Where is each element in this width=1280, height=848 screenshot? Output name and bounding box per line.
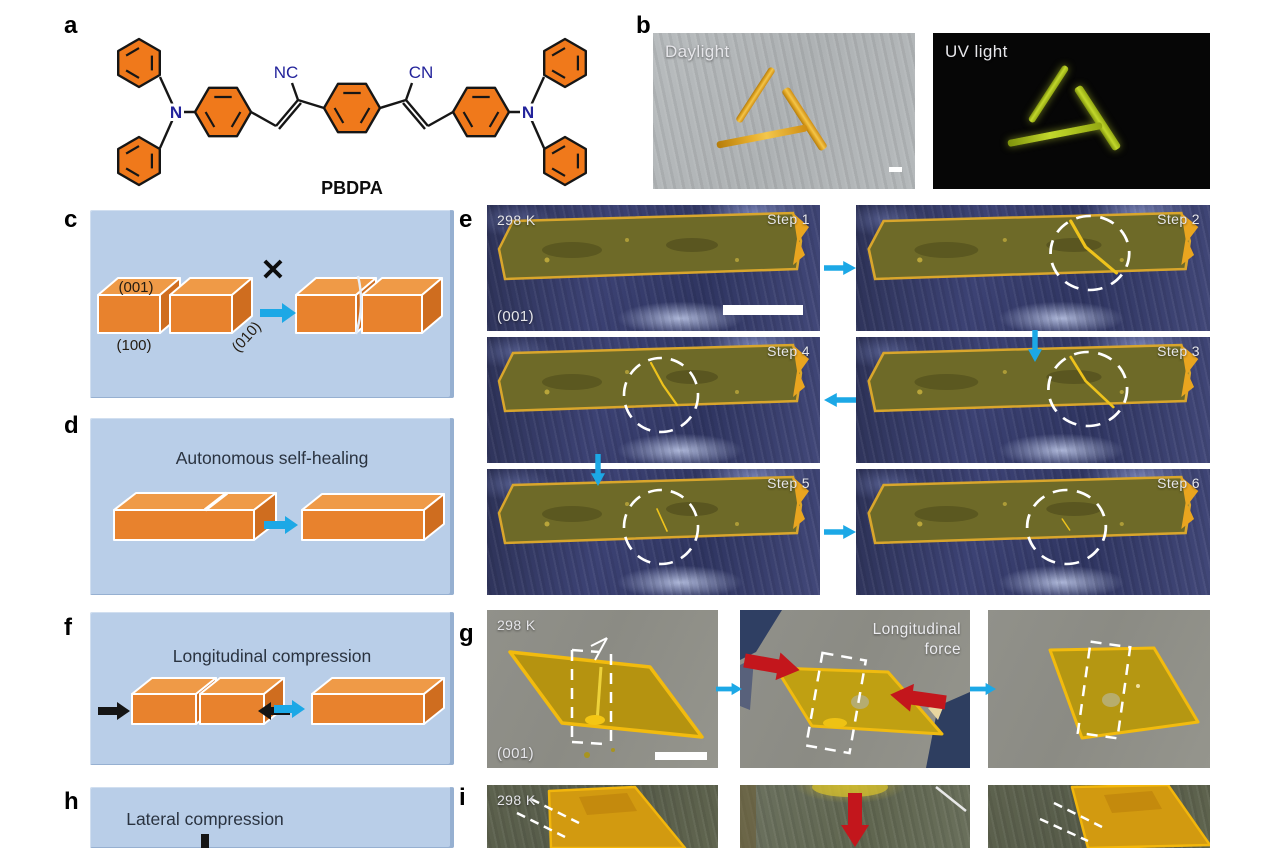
benzene-rings — [117, 37, 587, 187]
scale-bar — [655, 752, 707, 760]
cyano-label-right: CN — [409, 63, 434, 82]
panel-label-a: a — [64, 12, 78, 39]
flow-arrow-icon — [260, 303, 296, 323]
molecule-bonds — [158, 76, 546, 149]
molecule-structure: N N NC CN PBDPA — [117, 37, 587, 198]
step-label: Step 1 — [767, 211, 810, 227]
cyano-label-left: NC — [274, 63, 299, 82]
crystal-rod — [1027, 64, 1070, 124]
crystal-blocks — [113, 492, 445, 541]
step-label: Step 2 — [1157, 211, 1200, 227]
step-label: Step 4 — [767, 343, 810, 359]
uv-caption: UV light — [945, 42, 1008, 61]
crystal-face-label: (001) — [497, 745, 535, 762]
crystal-rod — [735, 66, 776, 124]
micro-image-healed — [988, 610, 1210, 768]
step-label: Step 5 — [767, 475, 810, 491]
face-label-001: (001) — [118, 279, 153, 296]
compress-arrow-left — [98, 702, 130, 720]
scheme-no-healing: ✕ (001) (100) (010) — [90, 210, 454, 398]
crystal-rod — [1007, 121, 1103, 148]
force-label: Longitudinal force — [873, 620, 961, 660]
crystal-rod — [781, 86, 828, 152]
daylight-caption: Daylight — [665, 42, 730, 61]
temperature-label: 298 K — [497, 212, 536, 228]
flow-arrow-right — [824, 260, 856, 276]
flow-arrow-left — [824, 392, 856, 408]
micro-image-step-3: Step 3 — [856, 337, 1210, 463]
crack-slit — [203, 491, 229, 512]
panel-label-e: e — [459, 206, 473, 233]
scheme-lateral-compression: Lateral compression — [90, 787, 454, 848]
scheme-title: Longitudinal compression — [173, 646, 371, 666]
micro-image-lateral-3 — [988, 785, 1210, 848]
scheme-longitudinal-compression: Longitudinal compression — [90, 612, 454, 765]
flow-arrow-right — [716, 682, 742, 696]
panel-label-g: g — [459, 620, 474, 647]
step-label: Step 3 — [1157, 343, 1200, 359]
nitrogen-atom-right: N — [522, 103, 534, 122]
scale-bar — [889, 167, 902, 172]
flow-arrow-right — [824, 524, 856, 540]
panel-label-d: d — [64, 412, 79, 439]
dashed-marker-lines — [1039, 801, 1103, 843]
micro-image-cracked: 298 K (001) — [487, 610, 718, 768]
panel-label-h: h — [64, 788, 79, 815]
panel-label-f: f — [64, 614, 72, 641]
compress-arrow-partial — [201, 834, 209, 848]
forbidden-x-mark: ✕ — [260, 254, 285, 287]
micro-image-step-2: Step 2 — [856, 205, 1210, 331]
panel-label-i: i — [459, 784, 466, 811]
micro-image-step-5: Step 5 — [487, 469, 820, 595]
dashed-marker-rect — [570, 648, 613, 746]
micro-image-step-6: Step 6 — [856, 469, 1210, 595]
scheme-title: Autonomous self-healing — [176, 448, 369, 468]
crystal-rod — [1073, 84, 1122, 152]
flow-arrow-icon — [264, 516, 298, 534]
force-label-line1: Longitudinal — [872, 621, 961, 638]
micro-image-step-4: Step 4 — [487, 337, 820, 463]
micro-image-compressing: Longitudinal force — [740, 610, 970, 768]
face-label-100: (100) — [116, 337, 151, 354]
dashed-marker-lines — [516, 797, 580, 839]
force-label-line2: force — [924, 641, 961, 659]
dashed-marker-rect — [804, 651, 868, 755]
crack-slit — [354, 275, 363, 335]
temperature-label: 298 K — [497, 792, 536, 808]
temperature-label: 298 K — [497, 617, 536, 633]
step-label: Step 6 — [1157, 475, 1200, 491]
uv-photo: UV light — [933, 33, 1210, 189]
nitrogen-atom-left: N — [170, 103, 182, 122]
molecule-name: PBDPA — [321, 178, 383, 198]
panel-label-c: c — [64, 206, 78, 233]
scheme-title: Lateral compression — [126, 809, 284, 829]
tweezer-shape — [926, 692, 970, 768]
dashed-marker-rect — [1076, 640, 1132, 740]
crystal-rod — [716, 124, 808, 149]
panel-label-b: b — [636, 12, 651, 39]
micro-image-lateral-2 — [740, 785, 970, 848]
micro-image-step-1: 298 K Step 1 (001) — [487, 205, 820, 331]
crystal-blocks — [97, 277, 443, 334]
tweezer-shape — [740, 610, 782, 660]
flow-arrow-icon — [274, 700, 305, 718]
crack-pointer-mark — [590, 637, 608, 661]
force-arrow-red — [743, 652, 947, 712]
scheme-self-healing: Autonomous self-healing — [90, 418, 454, 595]
micro-image-lateral-1: 298 K — [487, 785, 718, 848]
daylight-photo: Daylight — [653, 33, 915, 189]
crystal-blocks — [131, 677, 445, 725]
force-arrow-red — [841, 793, 869, 847]
crystal-face-label: (001) — [497, 308, 535, 325]
